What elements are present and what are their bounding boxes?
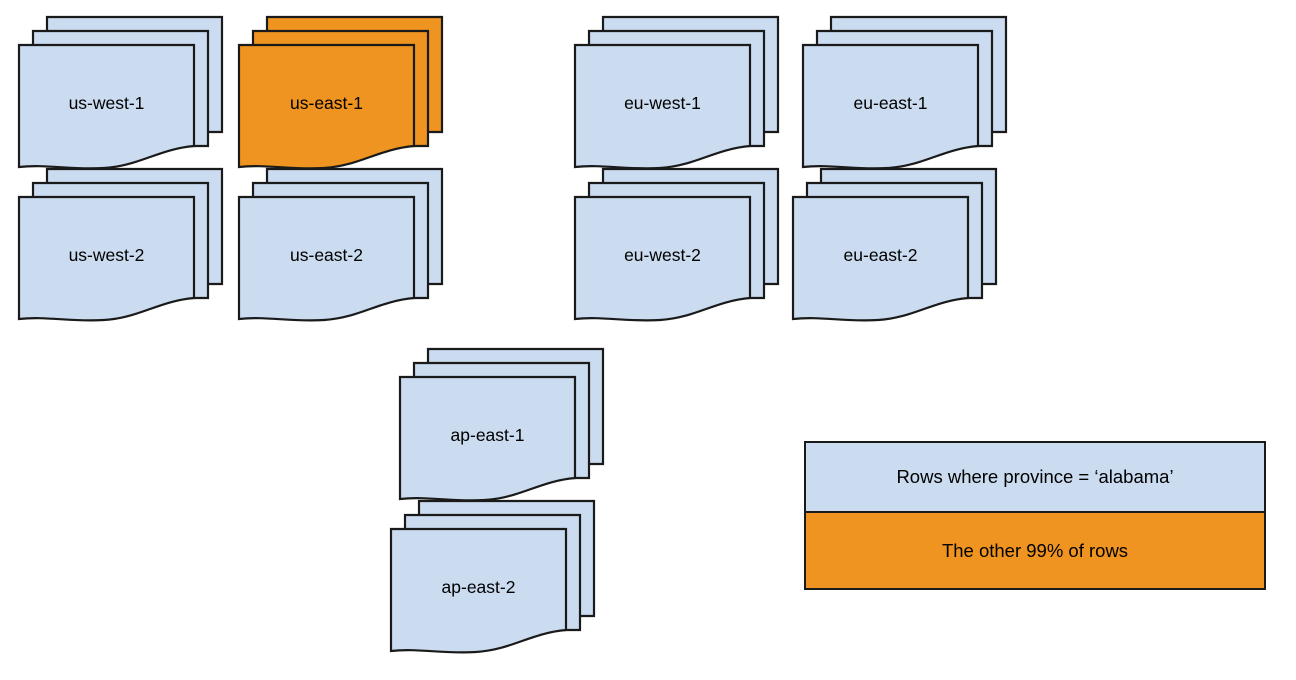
doc-stack-eu-east-1[interactable]: eu-east-1	[801, 15, 1021, 174]
doc-stack-ap-east-2[interactable]: ap-east-2	[389, 499, 609, 658]
doc-stack-shape	[17, 15, 224, 170]
legend-row-alabama: Rows where province = ‘alabama’	[806, 443, 1264, 513]
legend: Rows where province = ‘alabama’ The othe…	[804, 441, 1266, 590]
doc-stack-shape	[17, 167, 224, 322]
doc-stack-shape	[573, 167, 780, 322]
doc-stack-us-west-1[interactable]: us-west-1	[17, 15, 237, 174]
doc-stack-eu-west-2[interactable]: eu-west-2	[573, 167, 793, 326]
doc-stack-ap-east-1[interactable]: ap-east-1	[398, 347, 618, 506]
legend-label-other: The other 99% of rows	[941, 539, 1129, 561]
doc-stack-shape	[237, 15, 444, 170]
doc-stack-eu-west-1[interactable]: eu-west-1	[573, 15, 793, 174]
doc-stack-shape	[791, 167, 998, 322]
doc-stack-us-east-1[interactable]: us-east-1	[237, 15, 457, 174]
legend-row-other: The other 99% of rows	[806, 513, 1264, 588]
legend-label-alabama: Rows where province = ‘alabama’	[896, 466, 1174, 487]
doc-stack-shape	[389, 499, 596, 654]
doc-stack-us-west-2[interactable]: us-west-2	[17, 167, 237, 326]
doc-stack-shape	[801, 15, 1008, 170]
doc-stack-us-east-2[interactable]: us-east-2	[237, 167, 457, 326]
doc-stack-eu-east-2[interactable]: eu-east-2	[791, 167, 1011, 326]
doc-stack-shape	[237, 167, 444, 322]
doc-stack-shape	[573, 15, 780, 170]
doc-stack-shape	[398, 347, 605, 502]
